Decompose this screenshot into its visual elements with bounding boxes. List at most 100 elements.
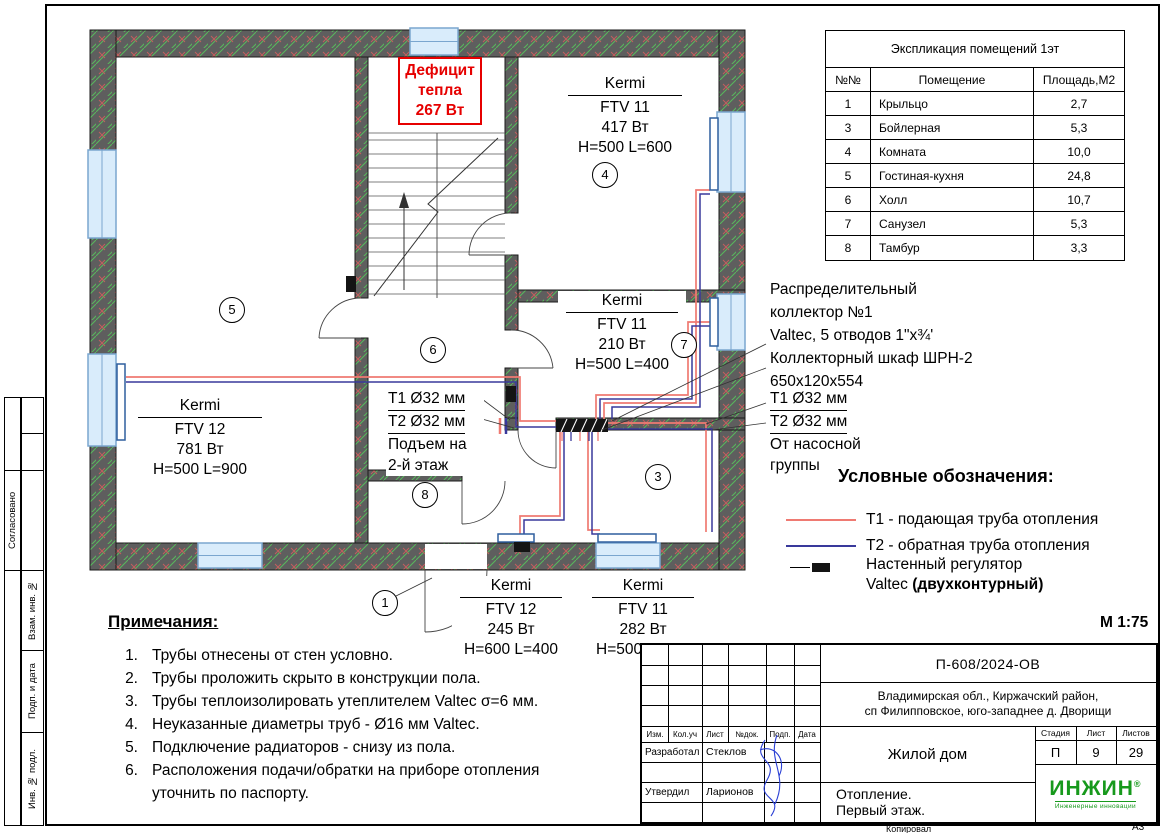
deficit-line: тепла [417,82,463,99]
note-item: 1.Трубы отнесены от стен условно. [108,644,568,667]
note-number: 1. [125,647,138,664]
pump-note-line: группы [770,457,820,474]
tb-col-koluch: Кол.уч [673,729,697,739]
room-number: 4 [826,140,871,163]
room-number: 7 [826,212,871,235]
room-exposition-table: Экспликация помещений 1эт №№ Помещение П… [825,30,1125,261]
radiator-size: H=500 L=900 [153,461,247,478]
radiator-brand: Kermi [460,576,562,598]
room-circle-4: 4 [592,162,618,188]
radiator-size: H=600 L=400 [464,641,558,658]
room-circle-7: 7 [671,332,697,358]
approver-name: Ларионов [706,786,754,798]
logo-reg-mark: ® [1133,778,1142,789]
radiator-size: H=500 L=600 [578,139,672,156]
room-area: 5,3 [1070,216,1088,231]
sheets-header: Листов [1122,728,1150,738]
exp-table-header: №№ Помещение Площадь,М2 [826,68,1124,92]
room-name: Холл [871,188,1034,211]
note-number: 5. [125,739,138,756]
tb-col-list: Лист [706,729,724,739]
riser-t1-text: Т1 Ø32 мм [388,388,466,411]
role-developer: Разработал [645,746,700,758]
logo-subtitle: Инженерные инновации [1054,800,1137,810]
tb-line [642,726,1156,727]
radiator-model: FTV 11 [600,99,650,116]
room-name: Крыльцо [871,92,1034,115]
stairs [368,132,505,298]
room-circle-5: 5 [219,297,245,323]
legend-t2-label: Т2 - обратная труба отопления [866,537,1090,554]
exp-col-area: Площадь,М2 [1042,72,1116,87]
riser-t1-label: Т1 Ø32 мм [388,388,482,411]
tb-line [642,742,820,743]
room-name: Санузел [871,212,1034,235]
radiator-power: 781 Вт [176,441,224,458]
notes-block: Примечания: 1.Трубы отнесены от стен усл… [108,612,568,805]
tb-line [1076,726,1077,764]
radiator-label-417: Kermi FTV 11 417 Вт H=500 L=600 [560,74,690,158]
note-item: 2. Трубы проложить скрыто в конструкции п… [108,667,568,690]
room-area: 24,8 [1067,168,1091,183]
regulator-line-sample [790,567,810,568]
margin-box [22,434,43,471]
drawing-name-line: Первый этаж. [836,802,925,818]
radiator-brand: Kermi [592,576,694,598]
collector-note-line: Распределительный [770,281,917,298]
sheet-header: Лист [1086,728,1106,738]
radiator-model: FTV 12 [485,601,537,618]
logo-word: ИНЖИН [1049,776,1134,800]
note-text: Трубы проложить скрыто в конструкции пол… [152,670,481,687]
room-name: Комната [871,140,1034,163]
riser-note: Подъем на [388,436,467,453]
stairs-arrow [399,192,409,208]
collector-note: Распределительный коллектор №1 Valtec, 5… [770,278,1030,393]
signature [759,734,783,817]
note-number: 2. [125,670,138,687]
tb-col-data: Дата [798,729,816,739]
riser-label: Т1 Ø32 мм Т2 Ø32 мм Подъем на 2-й этаж [386,388,484,476]
margin-box-inv: Инв. № подл. [22,733,43,825]
kopiroval-label: Копировал [886,824,932,833]
room-number: 5 [826,164,871,187]
collector-note-line: Valtec, 5 отводов 1"х¾' [770,327,934,344]
room-number: 1 [826,92,871,115]
note-item: 4.Неуказанные диаметры труб - Ø16 мм Val… [108,713,568,736]
tb-line [642,705,820,706]
sheet-frame [45,4,1160,826]
tb-line [1035,764,1156,765]
notes-title: Примечания: [108,612,219,631]
wall-regulators [346,276,530,552]
radiator-label-781: Kermi FTV 12 781 Вт H=500 L=900 [130,396,270,480]
radiator-model: FTV 11 [597,316,647,333]
radiators [116,117,719,543]
tb-line [820,682,1156,683]
tb-col-izm: Изм. [646,729,664,739]
pump-t2-label: Т2 Ø32 мм [770,411,940,434]
room-area: 5,3 [1070,120,1088,135]
room-area: 10,7 [1067,192,1091,207]
radiator-power: 245 Вт [487,621,535,638]
room-circle-8: 8 [412,482,438,508]
room-area: 3,3 [1070,241,1088,255]
room-name: Гостиная-кухня [871,164,1034,187]
tb-line [766,645,767,742]
note-item: 3.Трубы теплоизолировать утеплителем Val… [108,690,568,713]
collector-note-line: Коллекторный шкаф ШРН-2 [770,350,973,367]
legend-title: Условные обозначения: [838,466,1054,486]
company-logo: ИНЖИН® Инженерные инновации [1035,764,1156,822]
legend-regulator-label-2: Valtec (двухконтурный) [866,576,1043,594]
tb-line [642,762,820,763]
note-text: Неуказанные диаметры труб - Ø16 мм Valte… [152,716,480,733]
note-item: 6.Расположения подачи/обратки на приборе… [108,759,568,805]
riser-t2-label: Т2 Ø32 мм [388,411,482,434]
vzam-label: Взам. инв. № [27,580,38,641]
tb-line [642,665,820,666]
